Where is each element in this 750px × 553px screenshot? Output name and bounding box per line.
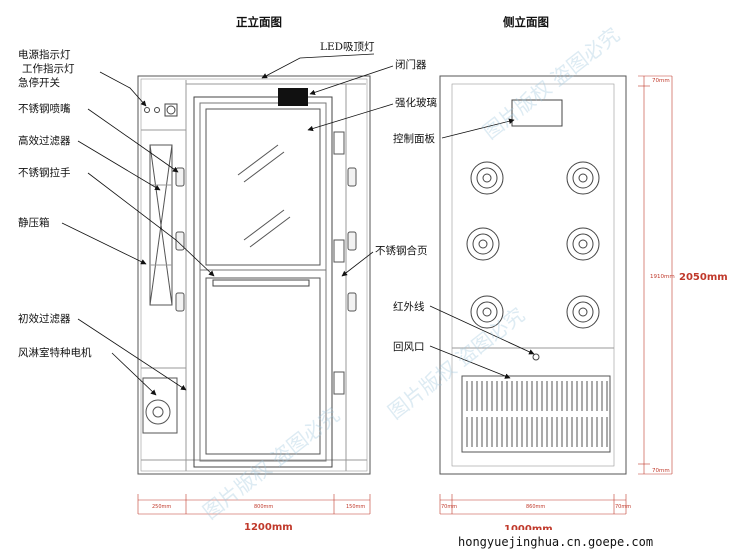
power-indicator-light [144, 107, 150, 113]
emergency-stop-switch [164, 103, 178, 117]
label-nozzle: 不锈钢喷嘴 [18, 102, 71, 115]
hepa-filter [149, 144, 173, 306]
door-handle [212, 279, 310, 287]
label-estop: 急停开关 [18, 76, 60, 89]
dim-front-right: 150mm [346, 504, 365, 510]
dim-front-total: 1200mm [244, 522, 293, 533]
dim-side-mid: 860mm [526, 504, 545, 510]
side-view-title: 侧立面图 [503, 15, 549, 29]
nozzles [175, 167, 357, 312]
door [193, 96, 333, 468]
label-control-panel: 控制面板 [393, 132, 435, 145]
leader-prefilter [77, 318, 187, 391]
dim-side-left: 70mm [441, 504, 457, 510]
dim-front-left: 250mm [152, 504, 171, 510]
motor [142, 377, 178, 434]
label-led-light: LED吸顶灯 [320, 41, 375, 53]
label-handle: 不锈钢拉手 [18, 166, 71, 179]
dim-total-height: 2050mm [679, 272, 728, 283]
nozzle-ring [566, 295, 600, 329]
led-ceiling-light [278, 88, 308, 106]
leader-infrared [429, 305, 535, 355]
infrared-sensor [532, 353, 540, 361]
label-glass: 强化玻璃 [395, 96, 437, 109]
control-panel [511, 99, 563, 127]
dim-side-right: 70mm [615, 504, 631, 510]
return-air-vent [461, 375, 611, 453]
side-dimension-lines [439, 75, 673, 515]
nozzle-ring [566, 161, 600, 195]
leader-indicators [99, 71, 147, 107]
leader-hinge [341, 251, 374, 277]
leader-closer [309, 65, 394, 96]
front-view-title: 正立面图 [236, 15, 282, 29]
nozzle-ring [470, 161, 504, 195]
dim-side-total: 1000mm [504, 524, 553, 535]
website-url: hongyuejinghua.cn.goepe.com [458, 535, 653, 549]
hinges [333, 131, 345, 395]
label-motor: 风淋室特种电机 [18, 346, 92, 359]
leader-glass [307, 103, 394, 132]
label-return-vent: 回风口 [393, 341, 425, 353]
nozzle-ring [470, 295, 504, 329]
work-indicator-light [154, 107, 160, 113]
dim-front-mid: 800mm [254, 504, 273, 510]
label-infrared: 红外线 [393, 300, 425, 313]
label-hinge: 不锈钢合页 [375, 244, 428, 257]
label-closer: 闭门器 [395, 58, 427, 71]
label-hepa: 高效过滤器 [18, 134, 71, 147]
front-dimension-lines [137, 494, 371, 515]
leader-hepa [77, 140, 161, 191]
dim-side-top: 70mm [652, 78, 670, 84]
leader-return-vent [429, 345, 511, 379]
leader-plenum [61, 222, 147, 265]
leader-nozzle [87, 108, 179, 173]
leader-control-panel [441, 118, 515, 139]
nozzle-ring [466, 227, 500, 261]
label-prefilter: 初效过滤器 [18, 312, 71, 325]
nozzle-ring [566, 227, 600, 261]
dim-side-height: 1910mm [650, 274, 675, 280]
label-plenum: 静压箱 [18, 216, 50, 229]
label-work-light: 工作指示灯 [22, 62, 75, 75]
leader-led [261, 53, 375, 79]
dim-side-bottom: 70mm [652, 468, 670, 474]
leader-handle [87, 172, 215, 277]
front-view [137, 75, 371, 475]
return-air-louvers [466, 381, 608, 447]
side-view [439, 75, 627, 475]
glass-reflection [237, 144, 291, 248]
label-power-light: 电源指示灯 [18, 48, 71, 61]
leader-motor [111, 352, 157, 396]
